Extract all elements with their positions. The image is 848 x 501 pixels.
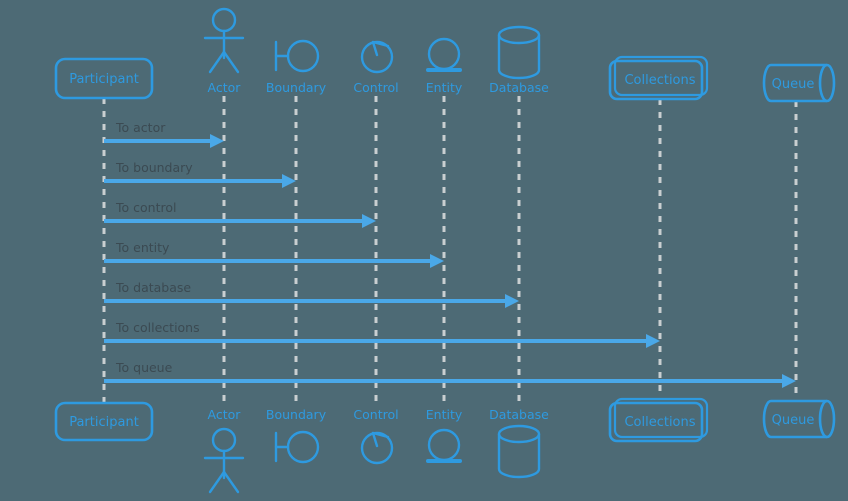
database-head-bottom[interactable]: Database (489, 407, 549, 479)
message-label: To queue (115, 360, 173, 375)
database-cylinder-icon (497, 424, 541, 479)
message-to-database[interactable]: To database (104, 280, 519, 308)
message-to-queue[interactable]: To queue (104, 360, 796, 388)
message-to-collections[interactable]: To collections (104, 320, 660, 348)
control-icon (360, 431, 394, 465)
message-label: To entity (115, 240, 170, 255)
message-to-actor[interactable]: To actor (104, 120, 224, 148)
boundary-head-top[interactable]: Boundary (266, 39, 327, 95)
control-label-top: Control (353, 80, 398, 95)
queue-label-top: Queue (772, 77, 815, 92)
message-to-boundary[interactable]: To boundary (104, 160, 296, 188)
entity-head-top[interactable]: Entity (426, 37, 463, 95)
participant-head-bottom[interactable]: Participant (54, 401, 154, 442)
actor-label-top: Actor (208, 80, 242, 95)
queue-head-top[interactable]: Queue (762, 63, 836, 103)
horizontal-cylinder-icon (762, 399, 836, 439)
stick-figure-actor-icon (203, 427, 245, 494)
database-label-top: Database (489, 80, 549, 95)
message-label: To database (115, 280, 191, 295)
collections-head-bottom[interactable]: Collections (608, 397, 709, 443)
collections-label-top: Collections (624, 73, 695, 88)
message-to-entity[interactable]: To entity (104, 240, 444, 268)
control-head-top[interactable]: Control (353, 40, 399, 95)
stacked-rectangles-icon (608, 397, 709, 443)
queue-label-bottom: Queue (772, 413, 815, 428)
control-label-bottom: Control (353, 407, 398, 422)
participant-label-bottom: Participant (69, 415, 139, 430)
boundary-label-bottom: Boundary (266, 407, 327, 422)
collections-label-bottom: Collections (624, 415, 695, 430)
boundary-icon (274, 430, 320, 464)
stick-figure-actor-icon (203, 7, 245, 74)
message-label: To boundary (115, 160, 193, 175)
control-icon (360, 40, 394, 74)
entity-label-top: Entity (426, 80, 463, 95)
database-cylinder-icon (497, 25, 541, 80)
entity-head-bottom[interactable]: Entity (426, 407, 463, 463)
actor-label-bottom: Actor (208, 407, 242, 422)
participant-head-top[interactable]: Participant (54, 57, 154, 100)
entity-icon (426, 428, 462, 463)
actor-head-top[interactable]: Actor (203, 7, 245, 95)
participant-label-top: Participant (69, 72, 139, 87)
message-to-control[interactable]: To control (104, 200, 376, 228)
message-label: To collections (115, 320, 200, 335)
message-label: To actor (115, 120, 166, 135)
message-label: To control (115, 200, 176, 215)
horizontal-cylinder-icon (762, 63, 836, 103)
actor-head-bottom[interactable]: Actor (203, 407, 245, 494)
queue-head-bottom[interactable]: Queue (762, 399, 836, 439)
entity-icon (426, 37, 462, 72)
collections-head-top[interactable]: Collections (608, 55, 709, 101)
database-label-bottom: Database (489, 407, 549, 422)
stacked-rectangles-icon (608, 55, 709, 101)
boundary-label-top: Boundary (266, 80, 327, 95)
control-head-bottom[interactable]: Control (353, 407, 399, 465)
boundary-icon (274, 39, 320, 73)
database-head-top[interactable]: Database (489, 25, 549, 95)
boundary-head-bottom[interactable]: Boundary (266, 407, 327, 464)
entity-label-bottom: Entity (426, 407, 463, 422)
